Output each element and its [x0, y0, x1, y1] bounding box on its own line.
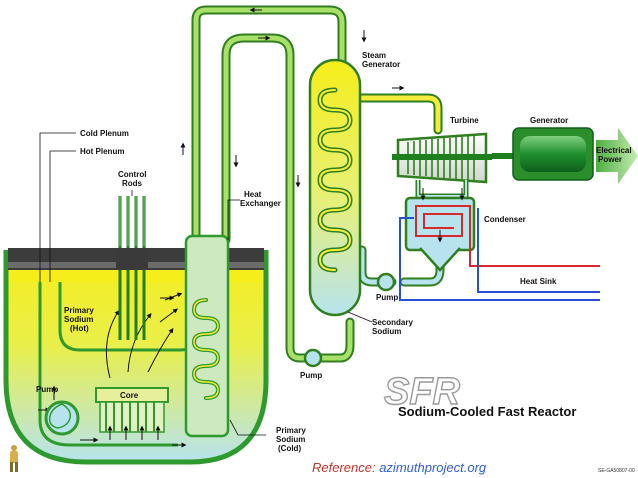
heat-exchanger — [184, 234, 230, 438]
reference-link[interactable]: azimuthproject.org — [379, 460, 487, 475]
secondary-pump-label: Pump — [300, 371, 322, 380]
condenser-pump-label: Pump — [376, 293, 398, 302]
reference-caption: Reference: azimuthproject.org — [312, 460, 486, 475]
secondary-pump — [303, 348, 323, 368]
turbine — [392, 132, 492, 199]
sfr-logo-title: Sodium-Cooled Fast Reactor — [398, 404, 576, 419]
leader-lines — [39, 132, 266, 436]
electrical-power-arrow — [596, 128, 638, 184]
document-id: SE-GA50807-00 — [598, 468, 635, 474]
heat-exchanger-label: Heat Exchanger — [240, 190, 281, 208]
generator-label: Generator — [530, 116, 568, 125]
primary-sodium-hot-label: Primary Sodium (Hot) — [64, 306, 96, 333]
cold-plenum-label: Cold Plenum — [80, 129, 129, 138]
primary-sodium-cold-label: Primary Sodium (Cold) — [276, 426, 308, 453]
primary-pump-label: Pump — [36, 385, 58, 394]
condenser-pump — [376, 272, 396, 292]
core-label: Core — [120, 391, 139, 400]
condenser-label: Condenser — [484, 215, 526, 224]
heat-sink-label: Heat Sink — [520, 277, 557, 286]
sfr-logo-acronym: SFR — [384, 371, 461, 413]
generator — [492, 127, 594, 181]
steam-generator — [308, 58, 362, 317]
secondary-sodium-label: Secondary Sodium — [372, 318, 415, 336]
reference-prefix: Reference: — [312, 460, 380, 475]
control-rods-label: Control Rods — [118, 170, 149, 188]
secondary-loop-pipe — [191, 5, 445, 363]
hot-plenum-label: Hot Plenum — [80, 147, 124, 156]
electrical-power-label: Electrical Power — [596, 146, 634, 164]
turbine-label: Turbine — [450, 116, 479, 125]
flow-arrows-secondary — [180, 7, 405, 296]
condenser — [399, 188, 600, 301]
steam-generator-label: Steam Generator — [362, 51, 400, 69]
person-scale-icon — [10, 445, 18, 472]
sfr-logo: SFR Sodium-Cooled Fast Reactor — [383, 370, 576, 419]
